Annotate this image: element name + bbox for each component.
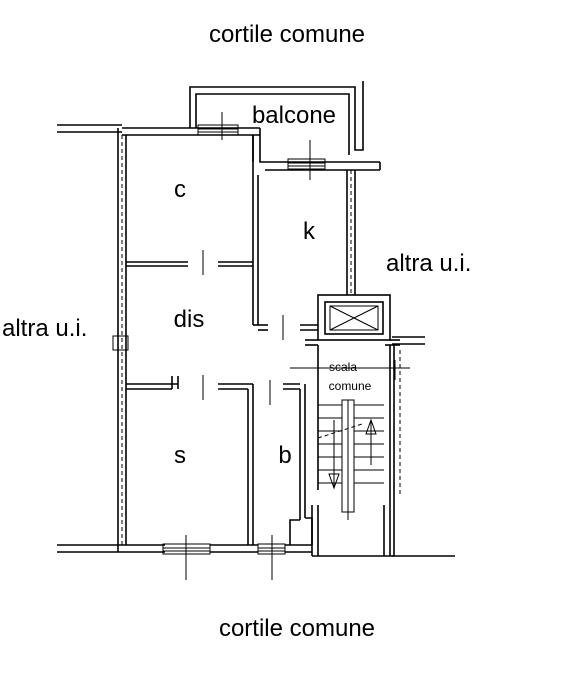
apartment-walls (112, 127, 381, 553)
balcony-label: balcone (252, 102, 336, 129)
exterior-lines (57, 124, 455, 557)
elevator (317, 294, 391, 341)
room-b-label: b (278, 442, 291, 469)
stair-label-line2: comune (329, 379, 372, 393)
windows (162, 112, 326, 580)
balcony (189, 81, 364, 155)
internal-partitions (126, 135, 318, 545)
room-dis-label: dis (174, 306, 205, 333)
room-s-label: s (174, 442, 186, 469)
stair-label-line1: scala (329, 360, 357, 374)
left-unit-label: altra u.i. (2, 315, 87, 342)
top-courtyard-label: cortile comune (209, 21, 365, 48)
stairwell (290, 339, 410, 557)
bottom-courtyard-label: cortile comune (219, 615, 375, 642)
right-unit-label: altra u.i. (386, 250, 471, 277)
room-k-label: k (303, 218, 316, 245)
room-c-label: c (174, 176, 186, 203)
